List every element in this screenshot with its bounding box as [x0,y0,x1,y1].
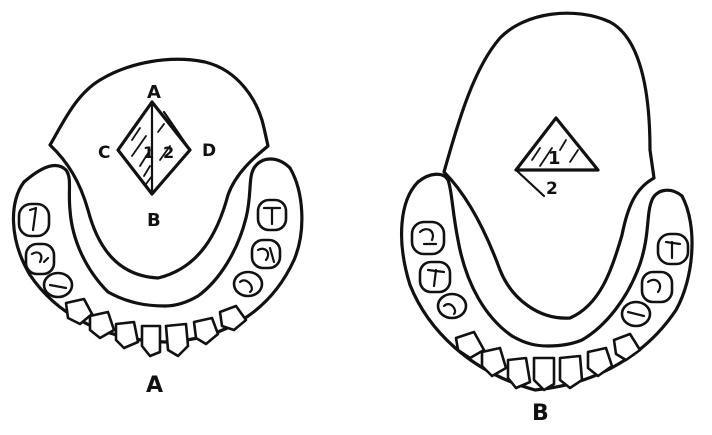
figure-a-left-molar-2 [26,244,54,274]
figure-a-point-bottom: B [147,210,161,231]
figure-a-caption: A [146,373,163,398]
figure-b-tooth [614,334,640,360]
figure-b: 1 2 B [402,13,692,426]
figure-a-point-top: A [147,82,161,103]
figure-b-right-molar-1 [658,234,688,264]
figure-a-tooth [220,306,246,330]
figure-b-right-molar-2 [642,272,672,302]
figure-a-right-ridge [165,159,290,306]
figure-a: A B C D 1 2 A [13,59,301,398]
figure-a-right-molar-1 [258,200,286,230]
figure-b-right-ridge [548,190,682,346]
figure-b-tooth [588,348,612,376]
figure-b-sector-label-1: 1 [548,148,561,169]
figure-a-sector-label-2: 2 [163,143,174,162]
figure-a-tooth [66,299,92,324]
figure-b-tooth [482,348,506,376]
figure-b-right-premolar [622,302,650,326]
figure-a-right-molar-2 [252,240,280,268]
figure-a-right-premolar [234,272,262,296]
figure-b-left-molar-1 [412,222,444,254]
figure-b-tooth [560,356,582,388]
figure-b-left-ridge [418,174,548,346]
figure-a-sector-label-1: 1 [143,143,154,162]
figure-a-point-right: D [202,141,216,161]
figure-b-left-premolar [438,294,466,318]
figure-a-tooth [166,324,188,356]
figure-a-left-premolar [44,273,72,297]
figure-b-sector-label-2: 2 [546,179,558,199]
figure-b-left-molar-2 [420,262,450,292]
figure-b-tooth [534,358,554,390]
figure-a-tooth [142,326,160,356]
figure-a-left-molar-1 [19,204,49,236]
figure-b-caption: B [532,401,549,426]
figure-a-tooth [116,322,138,348]
figure-a-tooth [194,318,218,344]
figure-b-tooth [508,358,530,388]
figure-a-point-left: C [98,143,110,163]
